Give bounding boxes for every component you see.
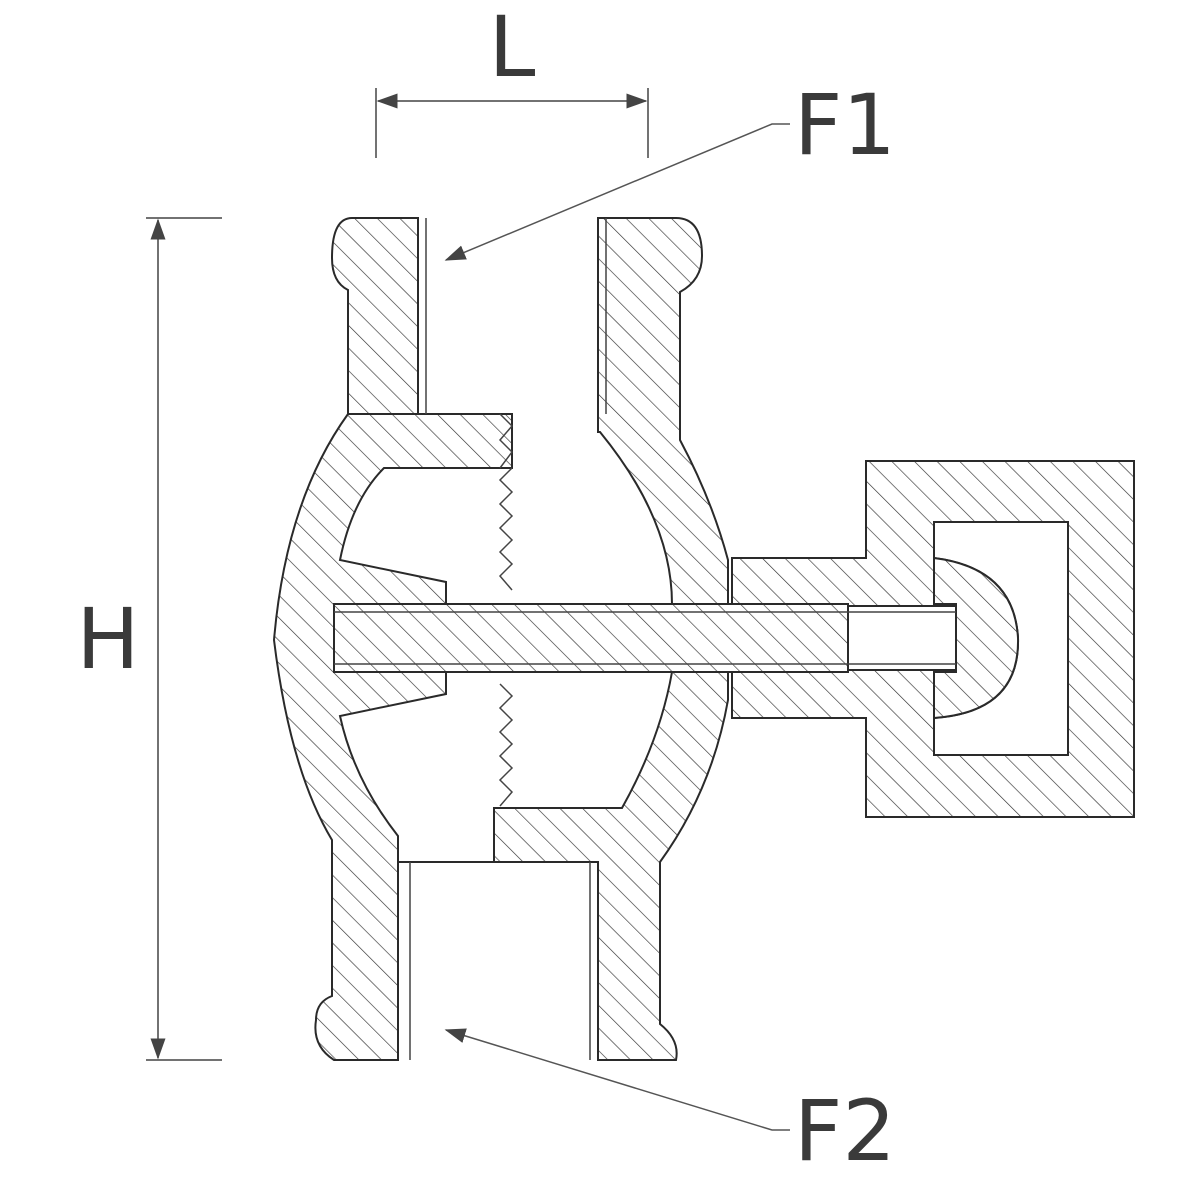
- port-bottom-label: F2: [794, 1082, 896, 1180]
- leader-f1: F1: [444, 76, 896, 261]
- valve-body: [272, 217, 1135, 1061]
- valve-stem: [333, 603, 849, 673]
- top-right-socket-wall: [597, 217, 729, 605]
- stem-bore: [847, 605, 957, 671]
- height-label: H: [76, 590, 139, 688]
- dimension-length: L: [375, 0, 649, 158]
- handle-knob: [933, 556, 1020, 720]
- dimension-height: H: [76, 217, 222, 1061]
- top-left-socket-wall: [330, 217, 419, 415]
- length-label: L: [489, 0, 536, 96]
- bore-lines: [409, 218, 607, 1060]
- port-top-label: F1: [794, 76, 896, 174]
- body-left-wall: [272, 413, 729, 1061]
- thread-profile: [498, 413, 514, 807]
- leader-f2: F2: [444, 1028, 896, 1180]
